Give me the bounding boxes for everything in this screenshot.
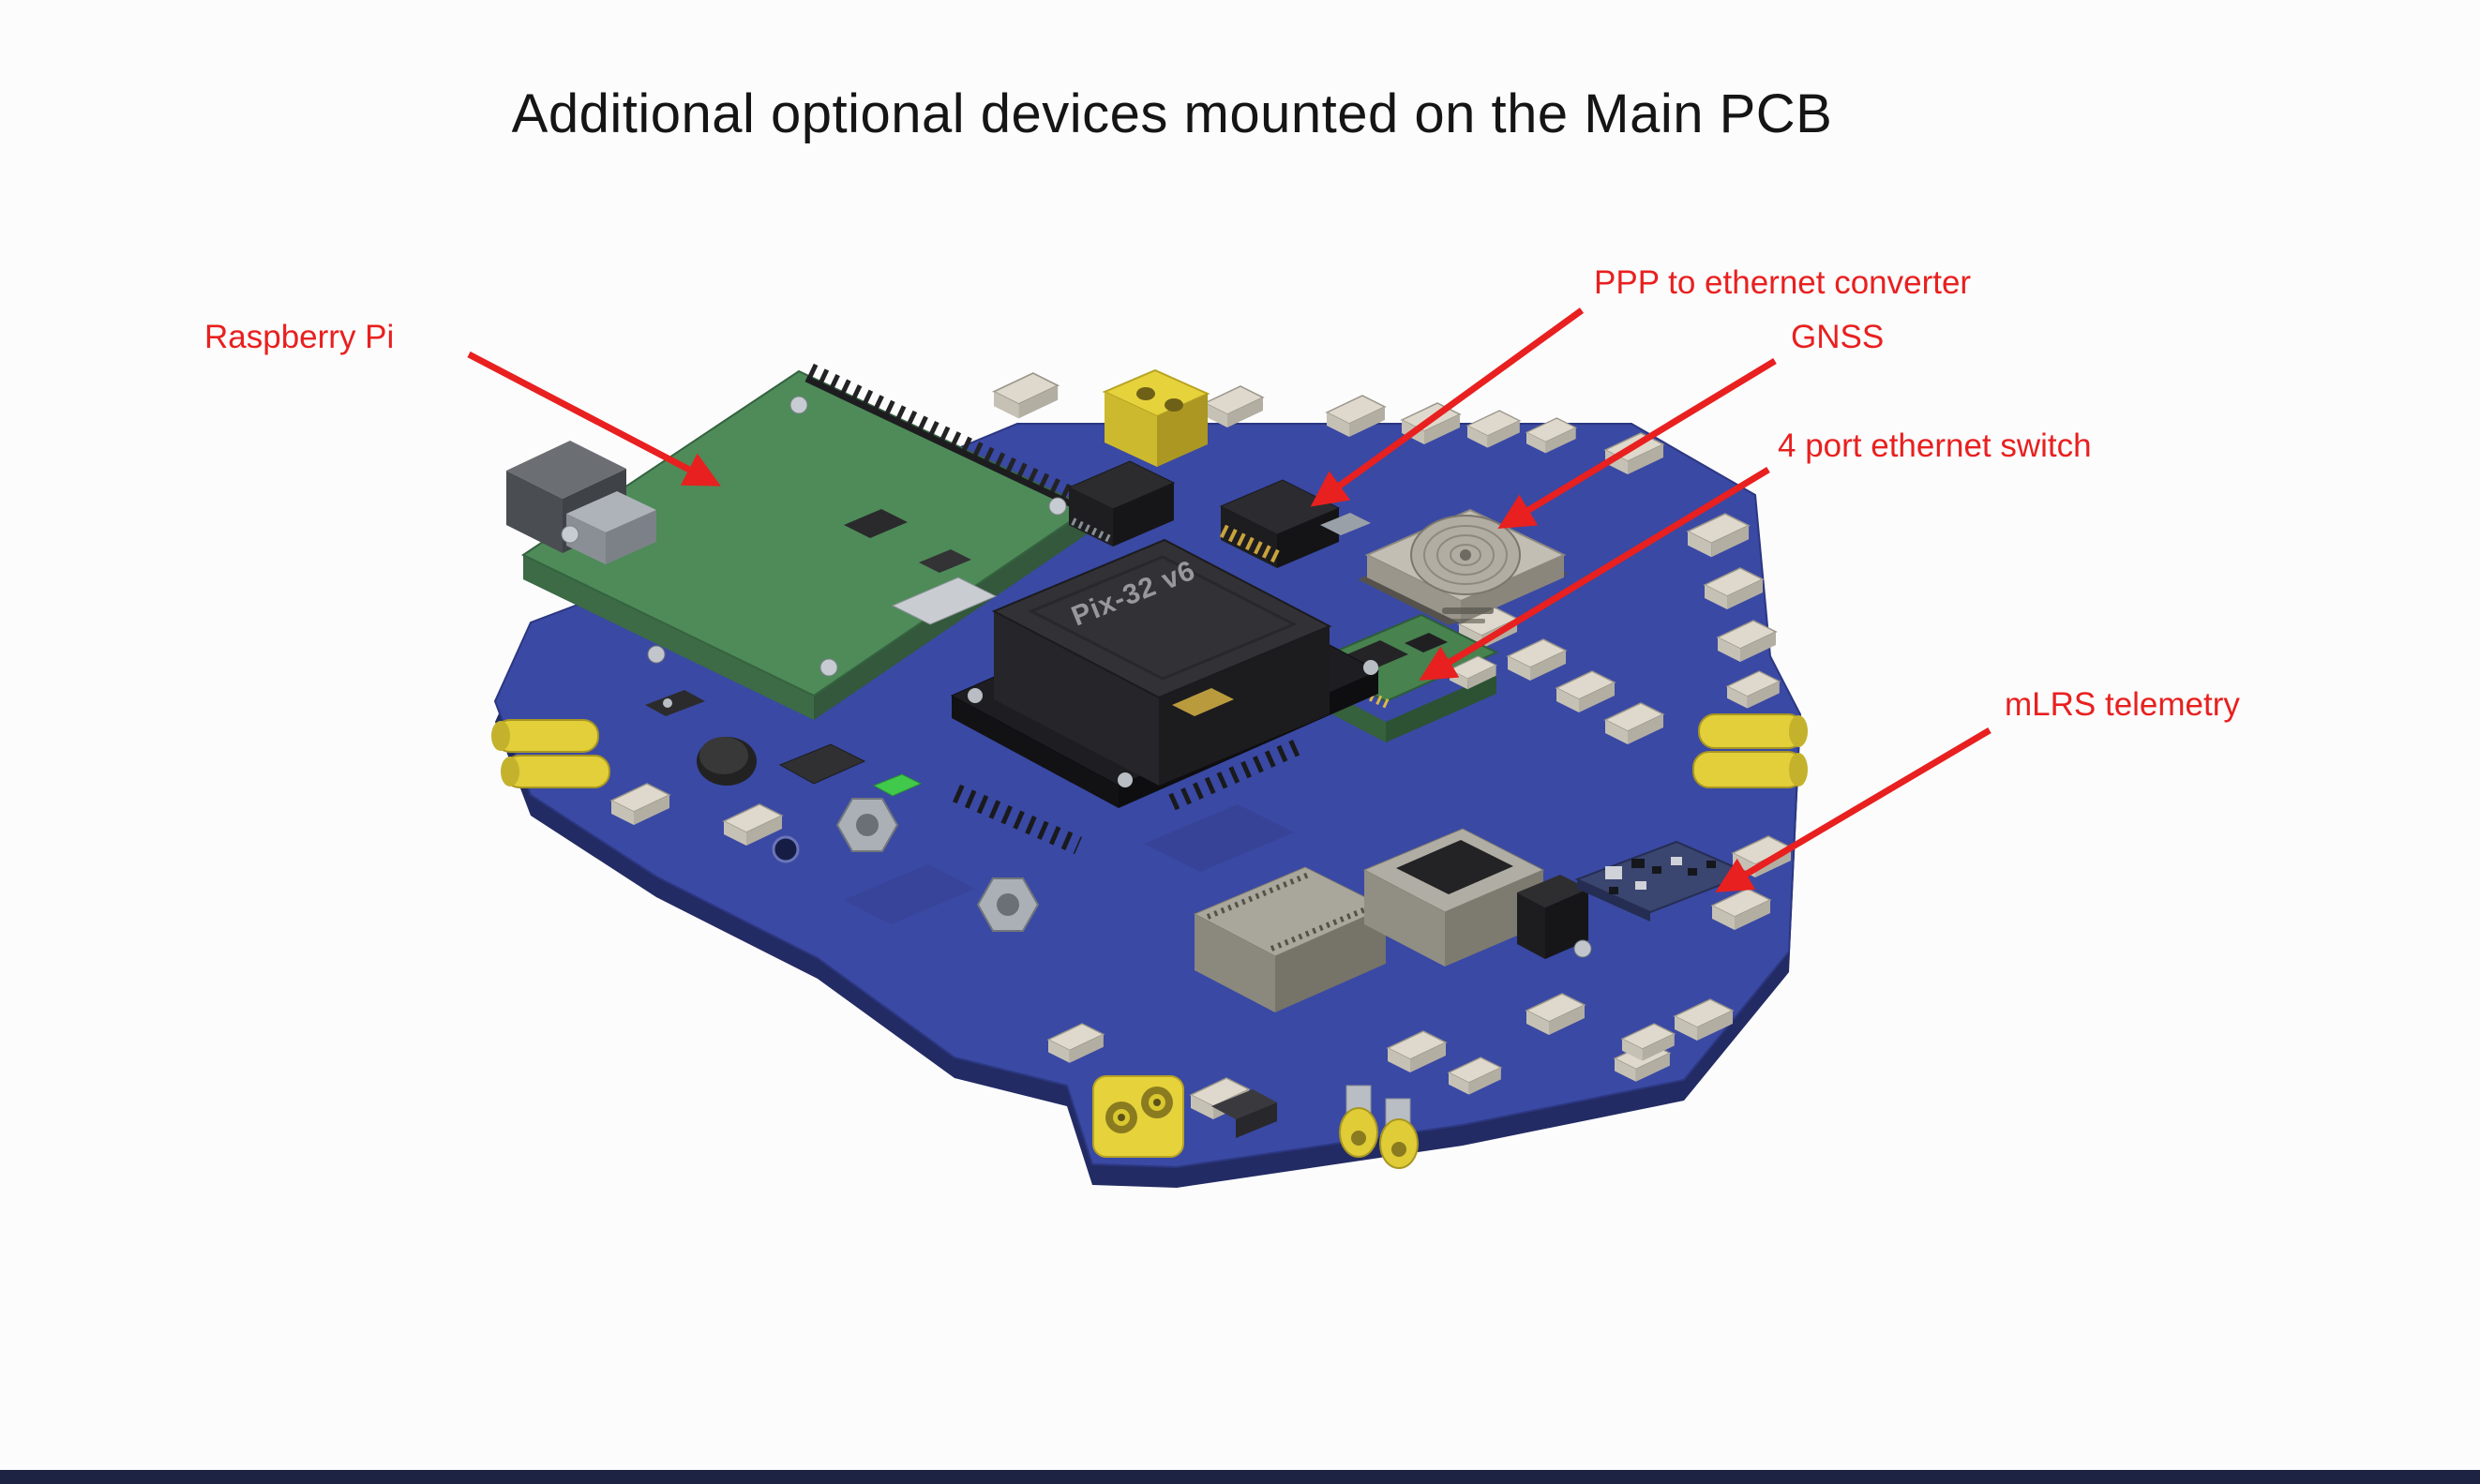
label-mlrs: mLRS telemetry [2005, 686, 2240, 723]
screw [1048, 497, 1067, 516]
mounting-hole [772, 835, 800, 863]
jst-connector [1204, 385, 1264, 428]
dark-connector [1211, 1089, 1277, 1138]
gpio-pins [806, 363, 1091, 511]
label-gnss: GNSS [1791, 319, 1885, 355]
screw [819, 658, 838, 677]
bottom-window-edge [0, 1470, 2480, 1484]
flight-controller: Pix-32 v6 [950, 538, 1380, 855]
page-title: Additional optional devices mounted on t… [511, 83, 1833, 144]
edge-connectors [610, 372, 1792, 1138]
gold-connector [1172, 688, 1234, 716]
raspberry-pi-arrow [467, 351, 721, 487]
power-connector-xt60 [1092, 1075, 1184, 1158]
black-module [1517, 875, 1588, 959]
screw [561, 525, 579, 544]
power-connector-bullets [1339, 1085, 1419, 1169]
pi-chip [919, 549, 971, 573]
jst-connector [993, 372, 1060, 420]
ppp-ethernet-converter-module [1219, 479, 1371, 568]
status-led [872, 773, 923, 797]
gnss-arrow [1497, 358, 1777, 529]
silkscreen-area [1144, 804, 1294, 872]
gnss-marking [1442, 607, 1494, 614]
mlrs-rf-chip [1605, 866, 1622, 879]
mlrs-telemetry-module [1574, 840, 1752, 922]
annotation-arrows [467, 307, 1992, 892]
ic-chip [778, 743, 866, 785]
switch-knob [663, 698, 672, 708]
power-connector-left [491, 719, 610, 788]
screw [789, 396, 808, 414]
slide-switch [645, 690, 705, 716]
label-ethernet-switch: 4 port ethernet switch [1778, 427, 2092, 464]
misc-components [645, 645, 1592, 1012]
screw [1573, 939, 1592, 958]
sd-slot [891, 577, 998, 625]
hex-standoff [976, 877, 1040, 932]
pin-header [953, 784, 1082, 855]
silkscreen-area [844, 864, 975, 924]
gnss-module [1358, 508, 1568, 625]
pi-soc [844, 509, 908, 538]
hex-standoff [835, 798, 899, 852]
gnss-marking [1450, 619, 1485, 623]
screw [968, 688, 983, 703]
regulator-module [1067, 460, 1176, 547]
label-raspberry-pi: Raspberry Pi [204, 319, 395, 355]
inductor-top [699, 737, 748, 774]
label-ppp-converter: PPP to ethernet converter [1594, 264, 1972, 301]
ppp-converter-arrow [1310, 307, 1585, 507]
mlrs-arrow [1715, 727, 1992, 892]
power-connector-right [1692, 713, 1808, 788]
gpio-header [804, 375, 1086, 514]
raspberry-pi-board [506, 363, 1092, 720]
screw [647, 645, 666, 664]
ethernet-switch-arrow [1419, 467, 1770, 681]
screw [1363, 660, 1378, 675]
usb-jack [566, 491, 656, 564]
screw [1118, 772, 1133, 787]
switch-ic [1405, 633, 1448, 652]
pin-header [1168, 736, 1307, 811]
power-connector-top [1102, 368, 1210, 467]
